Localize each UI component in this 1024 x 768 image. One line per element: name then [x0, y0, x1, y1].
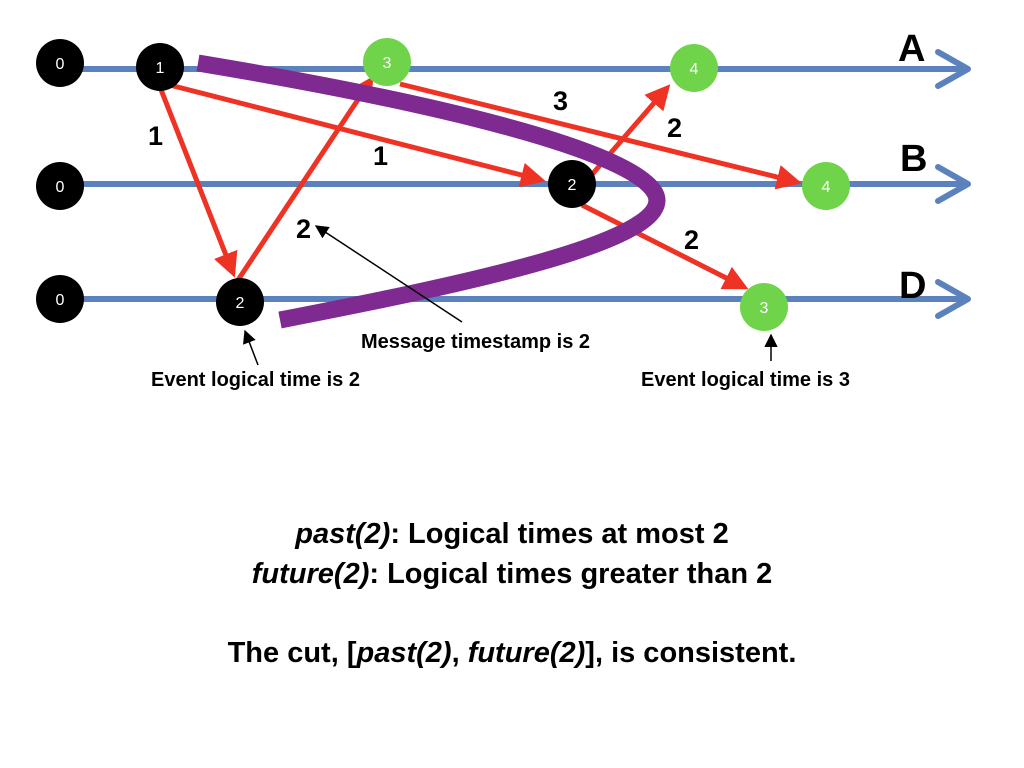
event-a1: 1 [136, 43, 184, 91]
caption-future-definition: future(2): Logical times greater than 2 [0, 558, 1024, 591]
annotation-event-time-2: Event logical time is 2 [151, 369, 360, 391]
future-term: future(2) [251, 558, 370, 590]
svg-text:0: 0 [56, 292, 65, 309]
cut-past-term: past(2) [356, 637, 452, 669]
cut-statement-separator: , [451, 637, 468, 669]
annotation-event-time-3: Event logical time is 3 [641, 369, 850, 391]
message-a1-to-b2 [157, 79, 546, 188]
event-b0: 0 [36, 162, 84, 210]
cut-statement-suffix: ], is consistent. [585, 637, 797, 669]
message-d2-to-a3 [235, 75, 374, 282]
svg-text:0: 0 [56, 179, 65, 196]
svg-text:2: 2 [568, 177, 577, 194]
timeline-d [60, 279, 971, 319]
message-b2-to-d3 [580, 202, 749, 290]
svg-text:3: 3 [383, 55, 392, 72]
caption-past-definition: past(2): Logical times at most 2 [0, 518, 1024, 551]
message-b2-to-a4 [580, 84, 671, 188]
event-a0: 0 [36, 39, 84, 87]
annotation-pointer-event-time-2 [243, 329, 259, 366]
process-label-b: B [900, 138, 927, 180]
message-timestamp-b2-a4: 2 [667, 113, 682, 143]
event-d2: 2 [216, 278, 264, 326]
consistent-cut-curve [196, 54, 666, 329]
annotation-pointer-message-timestamp [314, 225, 463, 323]
event-d3: 3 [740, 283, 788, 331]
svg-text:3: 3 [760, 300, 769, 317]
message-a3-to-b4 [399, 81, 802, 190]
svg-text:1: 1 [156, 60, 165, 77]
event-b2: 2 [548, 160, 596, 208]
event-a3: 3 [363, 38, 411, 86]
process-label-a: A [898, 28, 925, 70]
message-timestamp-a3-b4: 3 [553, 86, 568, 116]
svg-text:2: 2 [236, 295, 245, 312]
svg-text:4: 4 [822, 179, 831, 196]
message-timestamp-b2-d3: 2 [684, 225, 699, 255]
svg-text:0: 0 [56, 56, 65, 73]
event-d0: 0 [36, 275, 84, 323]
past-definition-text: : Logical times at most 2 [390, 518, 729, 550]
message-timestamp-a1-d2: 1 [148, 121, 163, 151]
future-definition-text: : Logical times greater than 2 [369, 558, 773, 590]
message-a1-to-d2 [155, 81, 238, 278]
message-timestamp-a1-b2: 1 [373, 141, 388, 171]
svg-text:4: 4 [690, 61, 699, 78]
event-a4: 4 [670, 44, 718, 92]
process-label-d: D [899, 265, 926, 307]
timeline-a [60, 49, 971, 89]
message-timestamp-d2-a3: 2 [296, 214, 311, 244]
past-term: past(2) [295, 518, 391, 550]
annotation-message-timestamp: Message timestamp is 2 [361, 331, 590, 353]
cut-future-term: future(2) [467, 637, 586, 669]
cut-statement-prefix: The cut, [ [227, 637, 357, 669]
event-b4: 4 [802, 162, 850, 210]
caption-cut-statement: The cut, [past(2), future(2)], is consis… [0, 637, 1024, 670]
